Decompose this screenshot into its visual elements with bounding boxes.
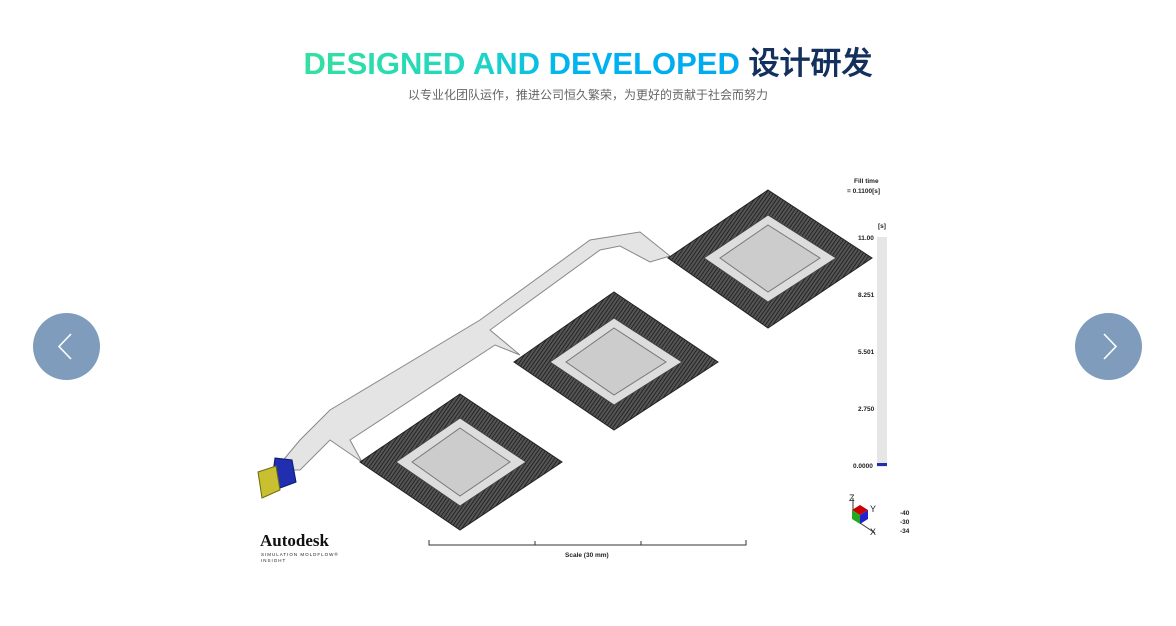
moldflow-simulation-image: Fill time = 0.1100[s] [s] 11.00 8.251 5.…	[250, 170, 930, 570]
carousel-prev-button[interactable]	[33, 313, 100, 380]
chevron-left-icon	[57, 333, 72, 360]
axis-value: -30	[900, 519, 910, 526]
axis-y-label: Y	[870, 504, 877, 514]
title-chinese: 设计研发	[748, 46, 873, 82]
autodesk-logo: Autodesk	[260, 531, 329, 550]
chevron-right-icon	[1103, 333, 1118, 360]
axis-value: -40	[900, 510, 910, 517]
axis-triad-icon	[852, 498, 876, 534]
section-subtitle: 以专业化团队运作，推进公司恒久繁荣，为更好的贡献于社会而努力	[407, 88, 768, 102]
autodesk-logo-subtitle: SIMULATION MOLDFLOW® INSIGHT	[261, 552, 339, 564]
cavity-top	[667, 189, 873, 329]
brand-sub-line2: INSIGHT	[261, 558, 287, 563]
section-title: DESIGNED AND DEVELOPED 设计研发	[0, 46, 1176, 82]
carousel-next-button[interactable]	[1075, 313, 1142, 380]
axis-z-label: Z	[849, 493, 855, 503]
legend-tick: 5.501	[858, 349, 875, 356]
cavity-middle	[513, 291, 719, 431]
legend-tick: 8.251	[858, 292, 875, 299]
legend-tick: 2.750	[858, 406, 875, 413]
title-english: DESIGNED AND DEVELOPED	[303, 46, 740, 81]
legend-unit: [s]	[878, 223, 886, 230]
scale-label: Scale (30 mm)	[565, 552, 609, 559]
axis-value: -34	[900, 528, 910, 535]
axis-x-label: X	[870, 527, 877, 537]
cavity-bottom	[359, 393, 563, 531]
brand-sub-line1: SIMULATION MOLDFLOW®	[261, 552, 339, 557]
legend-tick: 0.0000	[853, 463, 873, 470]
legend-color-bar	[877, 237, 887, 467]
mold-model-drawing	[257, 189, 887, 546]
legend-value: = 0.1100[s]	[847, 188, 881, 195]
legend-tick: 11.00	[858, 235, 874, 242]
scale-bar	[428, 540, 747, 546]
legend-title: Fill time	[854, 178, 879, 185]
